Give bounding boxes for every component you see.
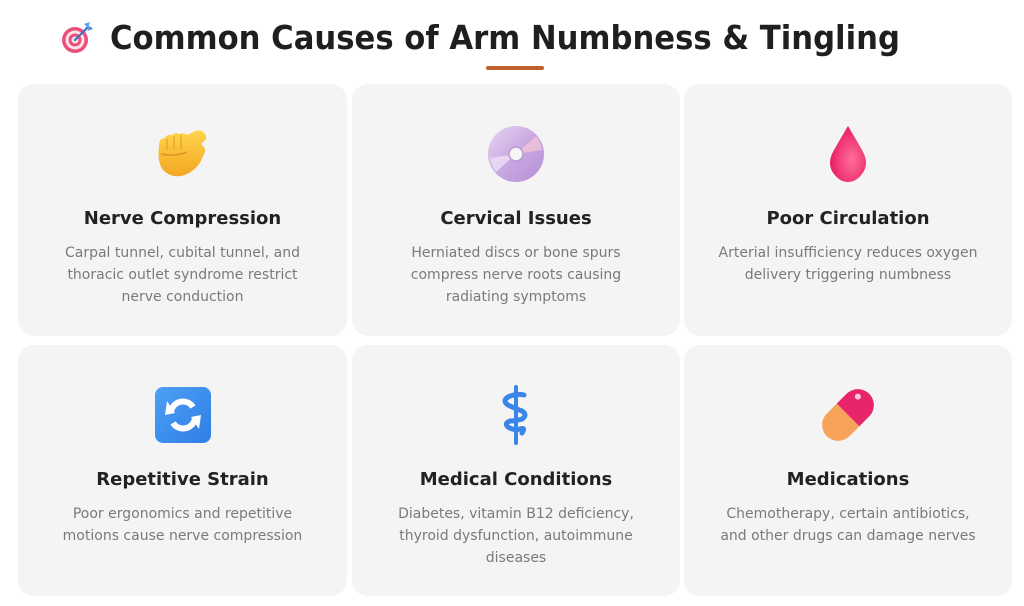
card-title: Poor Circulation [766,208,930,229]
card-description: Poor ergonomics and repetitive motions c… [62,506,303,544]
page-title: Common Causes of Arm Numbness & Tingling [110,18,901,57]
cause-card-medications: Medications Chemotherapy, certain antibi… [684,345,1012,596]
cause-card-repetitive-strain: Repetitive Strain Poor ergonomics and re… [18,345,347,596]
card-title: Repetitive Strain [96,469,269,490]
pinching-hand-icon [151,122,215,186]
card-description: Chemotherapy, certain antibiotics, and o… [720,506,976,544]
card-description: Herniated discs or bone spurs compress n… [410,245,622,305]
disc-icon [484,122,548,186]
title-underline [486,66,544,70]
pill-icon [816,383,880,447]
card-description: Arterial insufficiency reduces oxygen de… [718,245,978,283]
title-row: Common Causes of Arm Numbness & Tingling [0,18,1024,57]
cause-card-cervical-issues: Cervical Issues Herniated discs or bone … [352,84,680,336]
cause-card-medical-conditions: Medical Conditions Diabetes, vitamin B12… [352,345,680,596]
cause-card-nerve-compression: Nerve Compression Carpal tunnel, cubital… [18,84,347,336]
medical-symbol-icon [484,383,548,447]
cause-card-poor-circulation: Poor Circulation Arterial insufficiency … [684,84,1012,336]
card-title: Nerve Compression [83,208,282,229]
card-title: Medical Conditions [419,469,613,490]
card-title: Cervical Issues [440,208,592,229]
card-description: Carpal tunnel, cubital tunnel, and thora… [64,245,301,305]
card-description: Diabetes, vitamin B12 deficiency, thyroi… [398,506,634,566]
header: Common Causes of Arm Numbness & Tingling [0,0,1024,84]
card-title: Medications [786,469,910,490]
target-dart-icon [60,20,96,56]
blood-drop-icon [816,122,880,186]
repeat-arrows-icon [151,383,215,447]
